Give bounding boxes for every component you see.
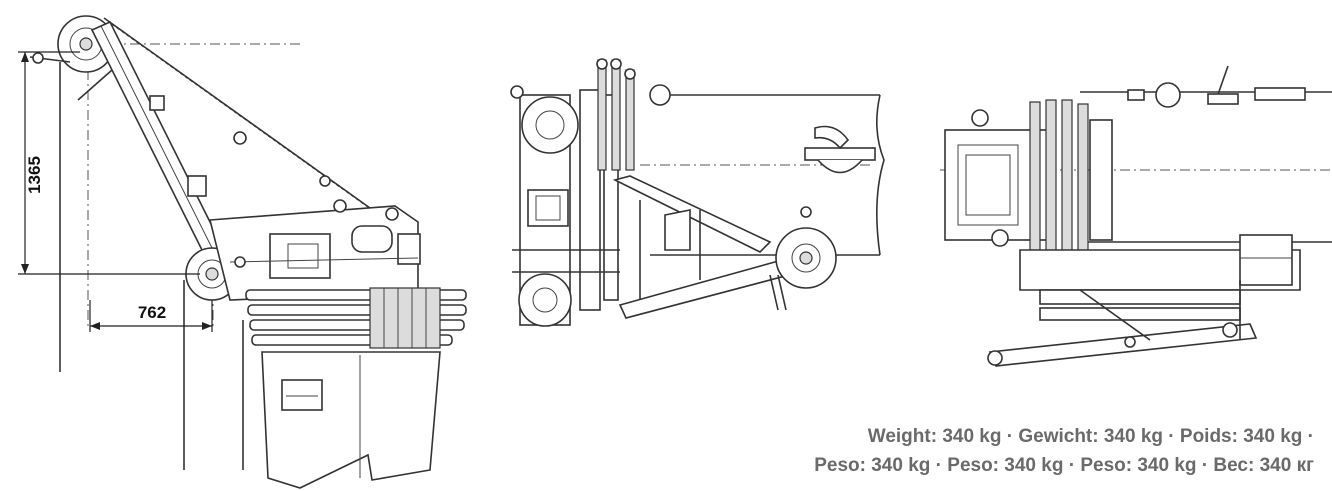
weight-caption: Weight: 340 kg · Gewicht: 340 kg · Poids… bbox=[554, 422, 1314, 480]
weight-caption-line-2: Peso: 340 kg · Peso: 340 kg · Peso: 340 … bbox=[814, 455, 1314, 476]
plan-view bbox=[940, 65, 1332, 367]
height-dimension-label: 1365 bbox=[25, 156, 44, 194]
top-view bbox=[510, 58, 885, 327]
width-dimension-label: 762 bbox=[138, 303, 166, 322]
weight-caption-line-1: Weight: 340 kg · Gewicht: 340 kg · Poids… bbox=[867, 426, 1314, 447]
side-view bbox=[18, 15, 467, 489]
